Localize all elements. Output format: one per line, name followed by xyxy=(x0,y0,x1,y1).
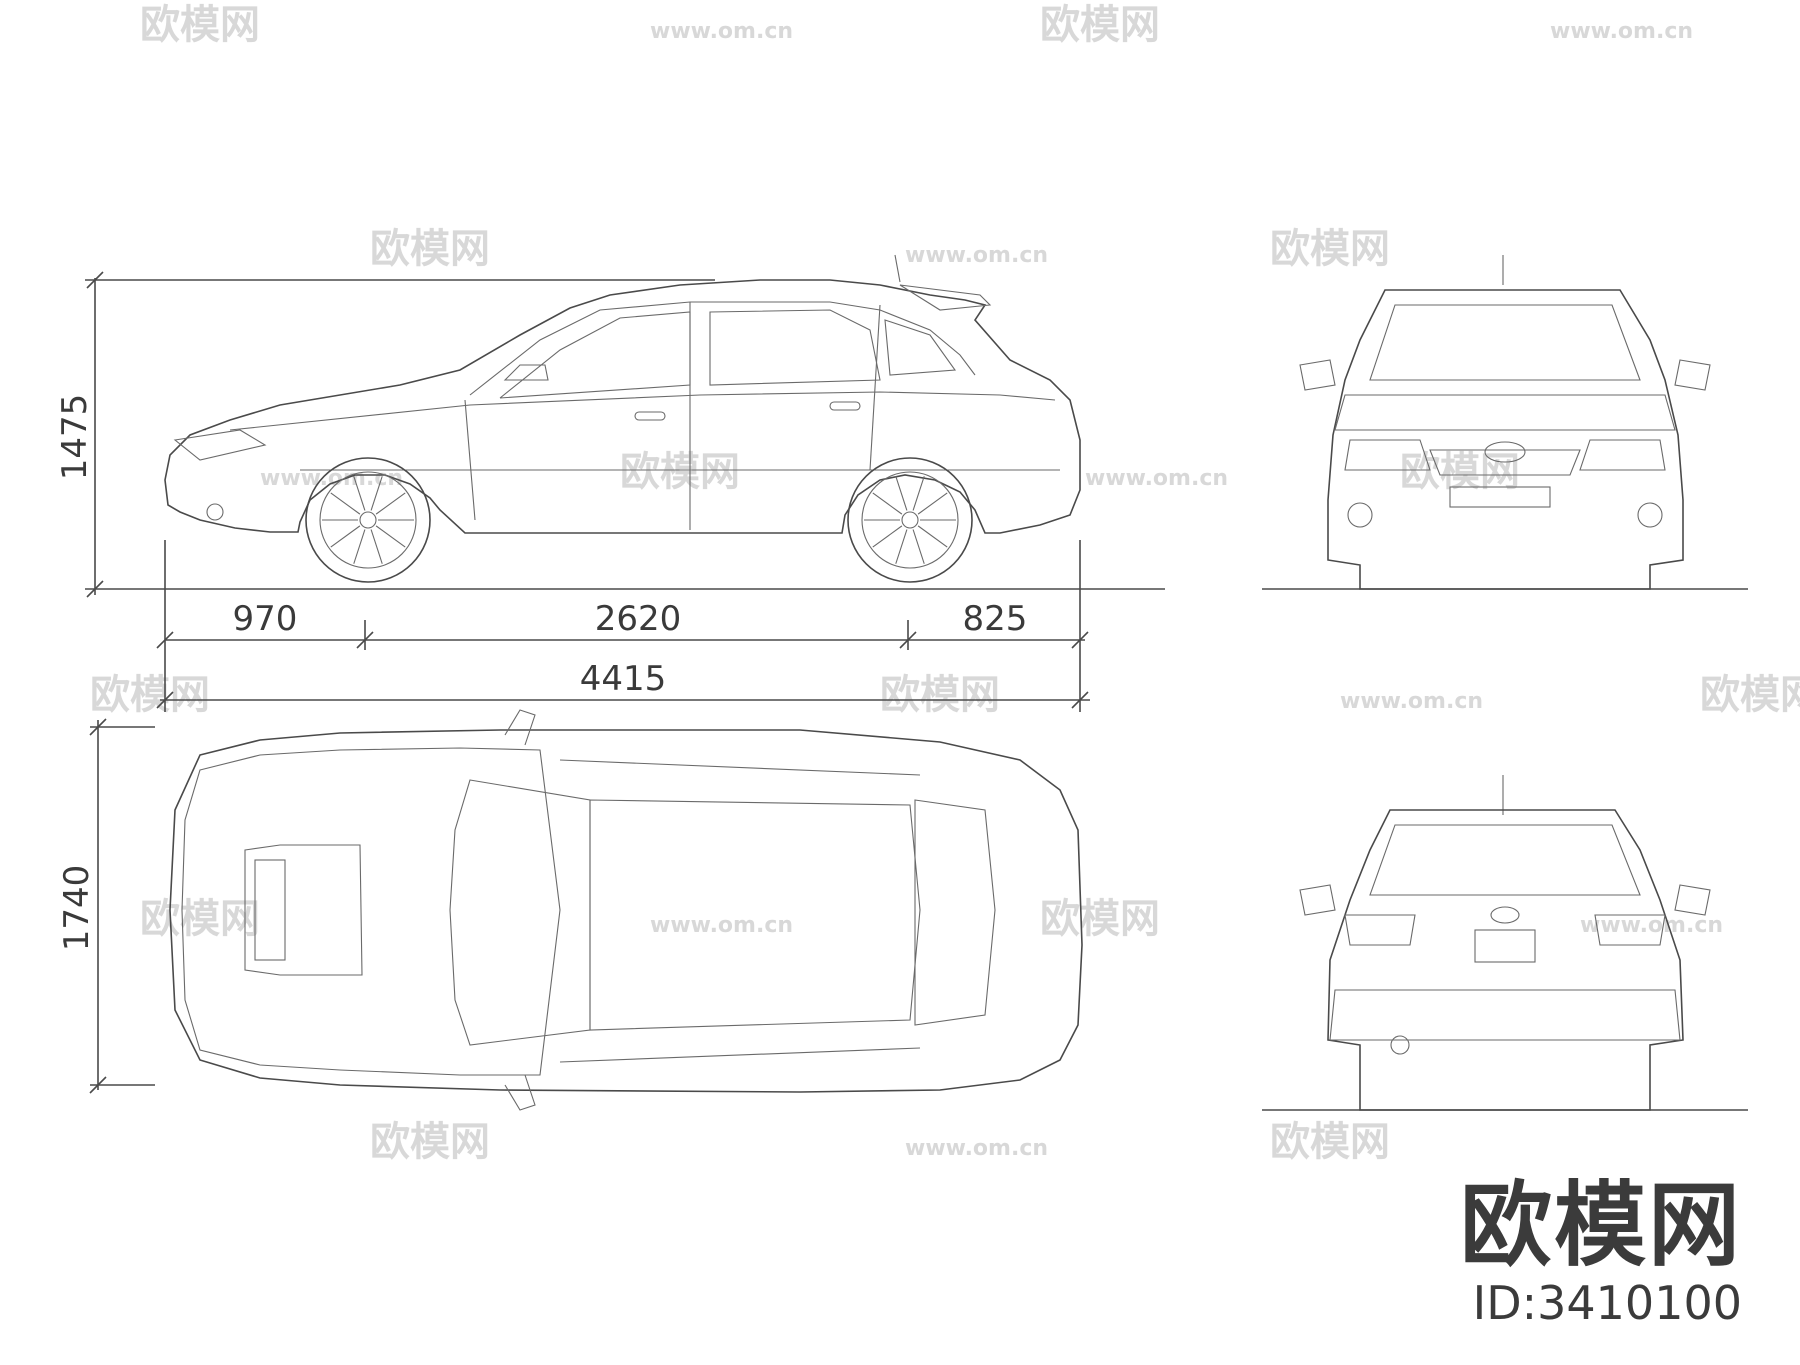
brand-name: 欧模网 xyxy=(1459,1172,1742,1279)
rear-wheel xyxy=(847,457,973,583)
watermark-logo: 欧模网 xyxy=(140,2,260,48)
wheel-spoke xyxy=(872,492,903,515)
overall-length-dimension: 4415 xyxy=(580,659,667,699)
watermark-logo: 欧模网 xyxy=(140,896,260,942)
watermark-url: www.om.cn xyxy=(650,19,793,44)
watermark-logo: 欧模网 xyxy=(880,672,1000,718)
wheel-spoke xyxy=(370,529,383,564)
wheel-spoke xyxy=(375,525,406,548)
watermark-logo: 欧模网 xyxy=(620,449,740,495)
watermark-url: www.om.cn xyxy=(1340,689,1483,714)
wheel-spoke xyxy=(872,525,903,548)
watermark-logo: 欧模网 xyxy=(1700,672,1800,718)
watermark-logo: 欧模网 xyxy=(1270,226,1390,272)
width-dimension: 1740 xyxy=(57,865,97,952)
watermark-logo: 欧模网 xyxy=(1270,1119,1390,1165)
front-overhang-dimension: 970 xyxy=(233,599,298,639)
wheel-spoke xyxy=(375,492,406,515)
wheel-spoke xyxy=(353,529,366,564)
front-view xyxy=(1262,255,1748,590)
watermark-url: www.om.cn xyxy=(905,243,1048,268)
brand-stamp: 欧模网 ID:3410100 xyxy=(1459,1172,1742,1330)
watermark-logo: 欧模网 xyxy=(1040,896,1160,942)
wheel-spoke xyxy=(353,476,366,511)
front-wheel xyxy=(305,457,431,583)
wheel-spoke xyxy=(917,525,948,548)
watermark-url: www.om.cn xyxy=(1550,19,1693,44)
rear-view xyxy=(1262,775,1748,1111)
wheel-spoke xyxy=(370,476,383,511)
watermark-logo: 欧模网 xyxy=(90,672,210,718)
model-id: ID:3410100 xyxy=(1472,1276,1742,1330)
watermark-logo: 欧模网 xyxy=(370,226,490,272)
rear-overhang-dimension: 825 xyxy=(963,599,1028,639)
side-dimensions: 1475 970 2620 825 4415 xyxy=(55,271,1090,712)
watermark-url: www.om.cn xyxy=(1580,913,1723,938)
watermark-logo: 欧模网 xyxy=(1400,449,1520,495)
wheel-spoke xyxy=(895,529,908,564)
height-dimension: 1475 xyxy=(55,394,95,481)
watermark-url: www.om.cn xyxy=(650,913,793,938)
side-view xyxy=(85,254,1165,590)
wheel-spoke xyxy=(912,476,925,511)
watermark-layer: 欧模网欧模网欧模网欧模网欧模网欧模网欧模网欧模网欧模网欧模网欧模网欧模网欧模网w… xyxy=(90,2,1800,1165)
wheel-spoke xyxy=(895,476,908,511)
watermark-logo: 欧模网 xyxy=(1040,2,1160,48)
watermark-url: www.om.cn xyxy=(905,1136,1048,1161)
watermark-logo: 欧模网 xyxy=(370,1119,490,1165)
wheel-spoke xyxy=(912,529,925,564)
top-view: 1740 xyxy=(57,709,1083,1111)
watermark-url: www.om.cn xyxy=(1085,466,1228,491)
wheel-spoke xyxy=(917,492,948,515)
wheel-spoke xyxy=(330,492,361,515)
wheelbase-dimension: 2620 xyxy=(595,599,682,639)
wheel-spoke xyxy=(330,525,361,548)
